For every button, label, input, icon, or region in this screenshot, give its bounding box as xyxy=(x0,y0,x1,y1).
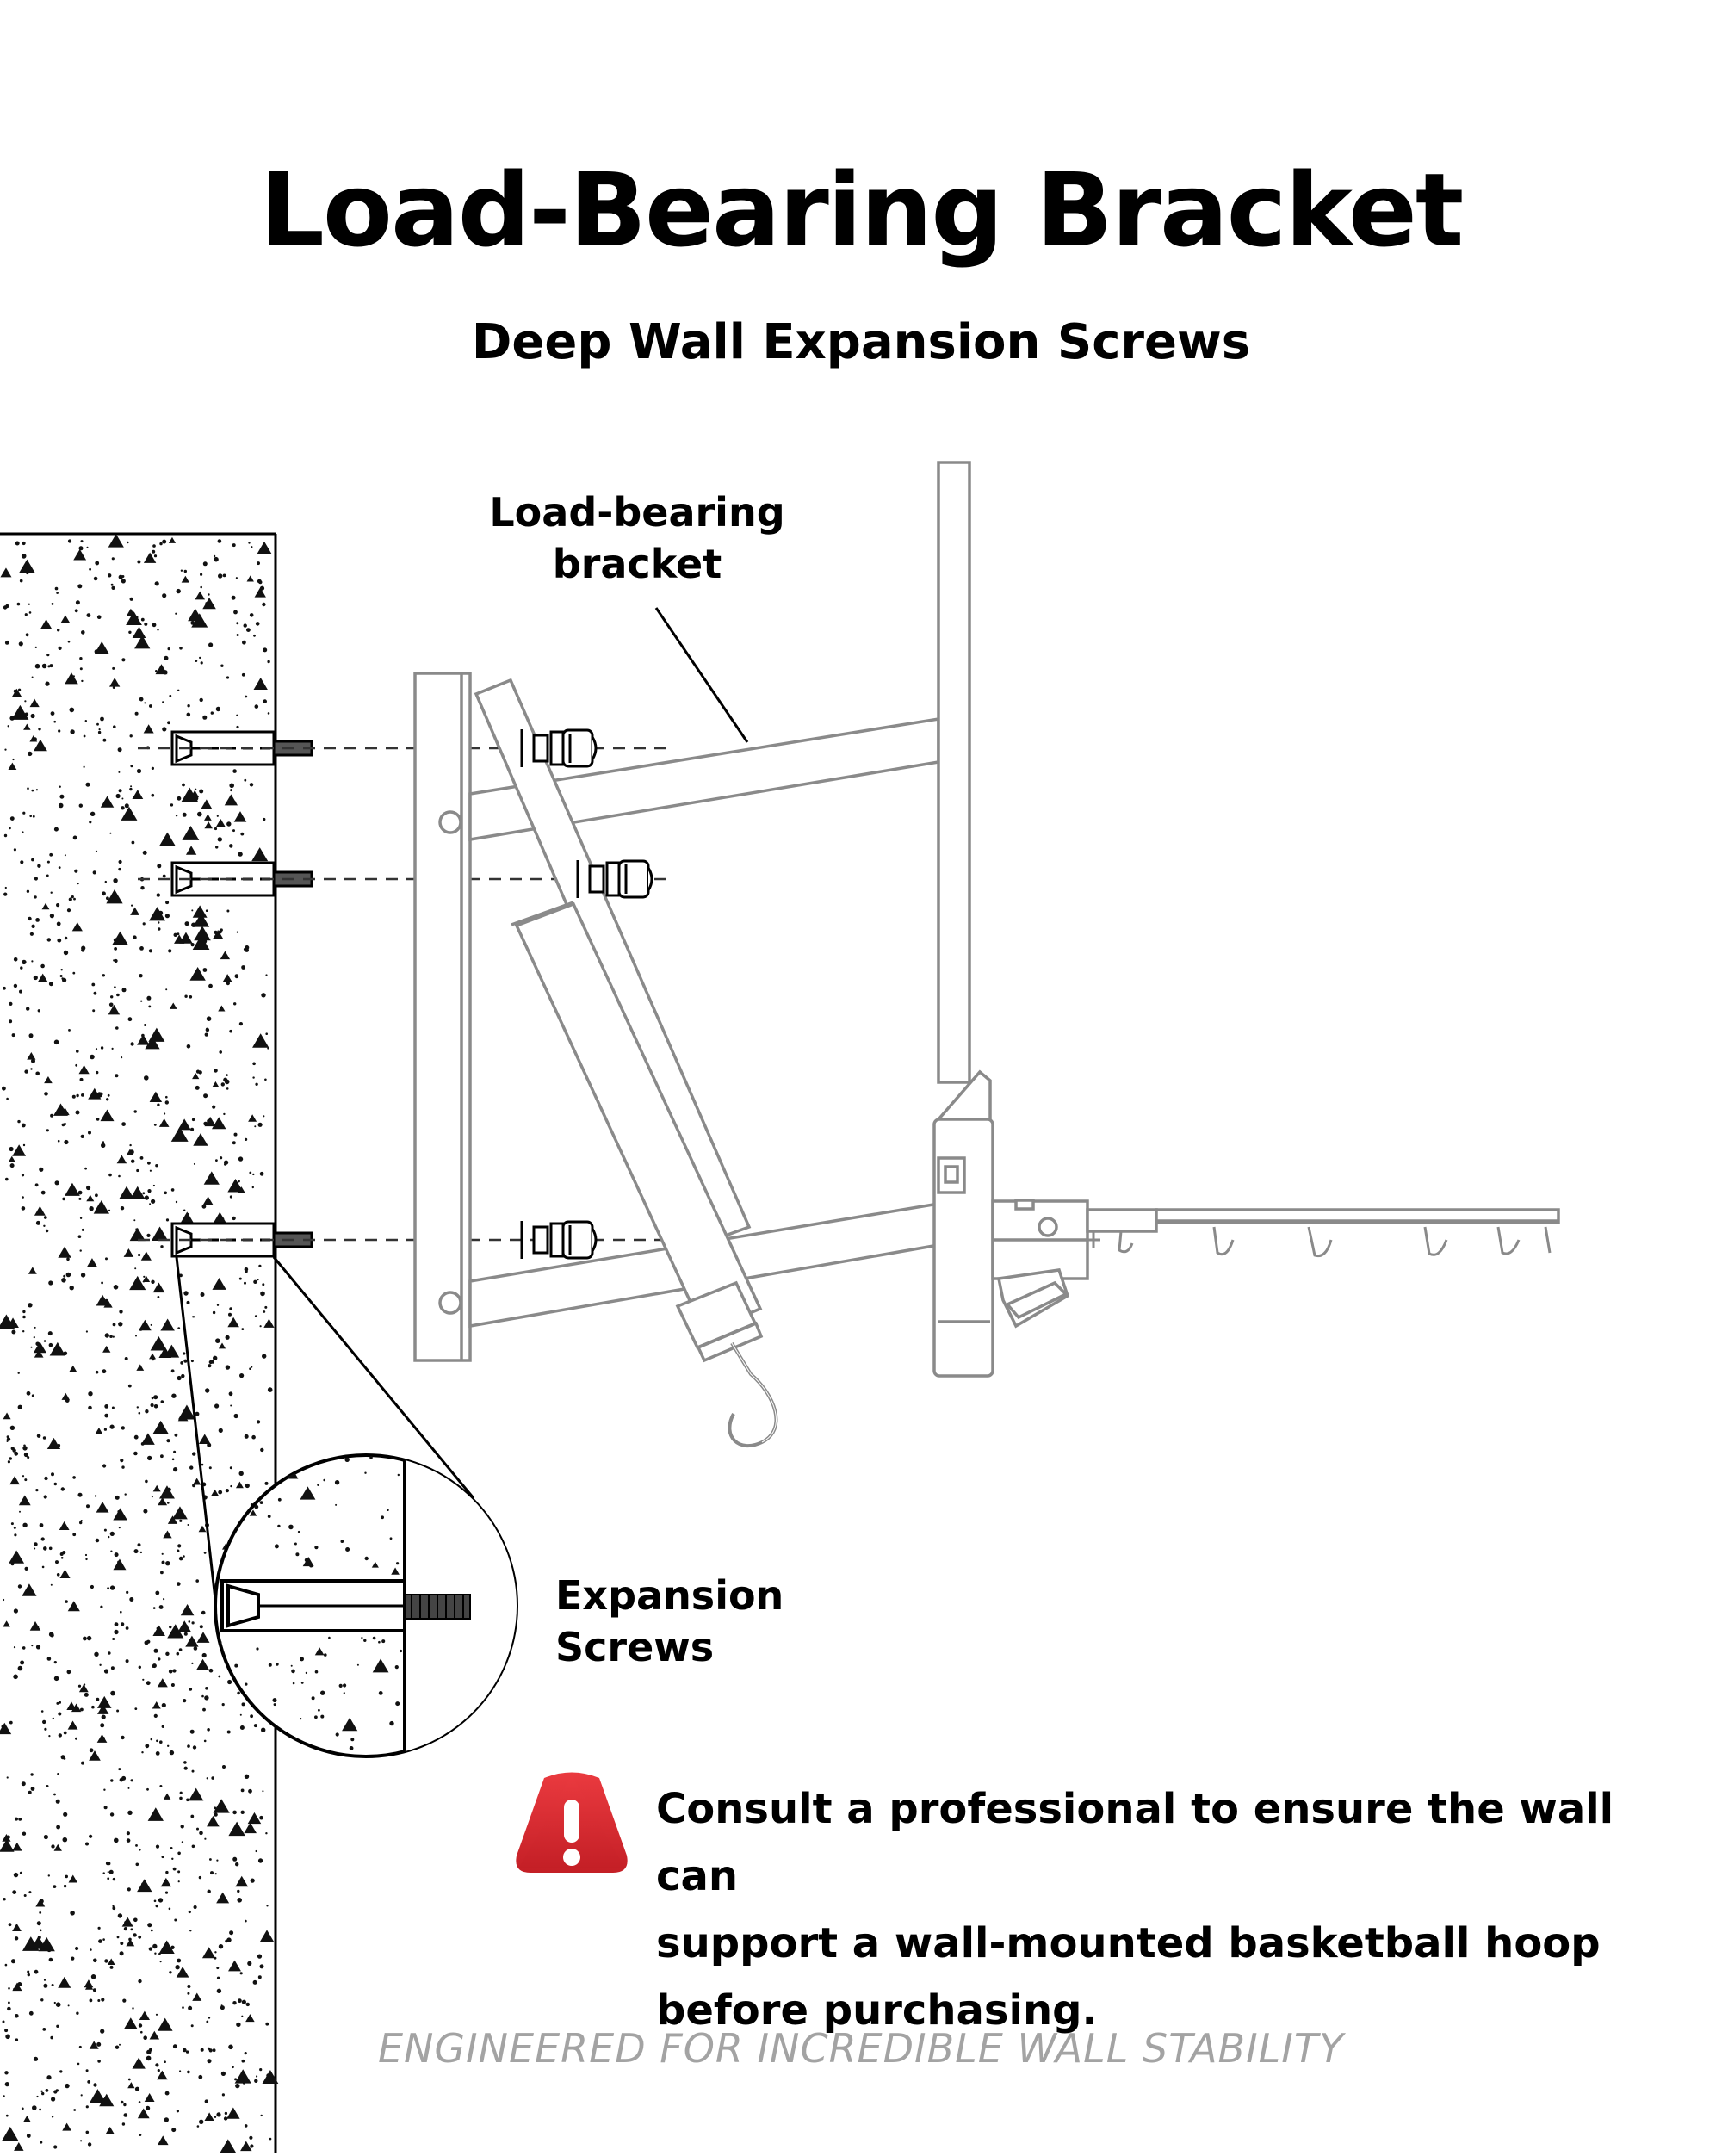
load-bearing-bracket xyxy=(468,461,1560,1448)
warning-line3: before purchasing. xyxy=(656,1986,1098,2035)
bolt-set-bottom xyxy=(520,1220,598,1260)
footer-tagline: ENGINEERED FOR INCREDIBLE WALL STABILITY xyxy=(377,2025,1345,2072)
concrete-speckle xyxy=(0,534,279,2153)
expansion-screws-label: Expansion Screws xyxy=(555,1570,900,1673)
wall-plate xyxy=(413,672,472,1362)
net-hooks xyxy=(1087,1226,1552,1258)
zoom-lines xyxy=(175,1256,475,1615)
bracket-label-line1: Load-bearing xyxy=(489,489,785,536)
warning-triangle-icon xyxy=(516,1772,628,1873)
bracket-label: Load-bearing bracket xyxy=(465,486,809,590)
bolt-set-top xyxy=(520,728,598,768)
page-subtitle: Deep Wall Expansion Screws xyxy=(471,314,1251,370)
warning-line1: Consult a professional to ensure the wal… xyxy=(656,1785,1614,1900)
bolt-set-middle xyxy=(576,859,653,899)
warning-line2: support a wall-mounted basketball hoop xyxy=(656,1919,1601,1967)
concrete-wall xyxy=(0,532,279,2153)
screws-label-line2: Screws xyxy=(555,1624,715,1670)
page-title: Load-Bearing Bracket xyxy=(259,151,1465,270)
warning-message: Consult a professional to ensure the wal… xyxy=(656,1775,1689,2044)
screws-label-line1: Expansion xyxy=(555,1572,784,1619)
bracket-leader-line xyxy=(654,607,749,743)
bracket-label-line2: bracket xyxy=(552,541,722,587)
